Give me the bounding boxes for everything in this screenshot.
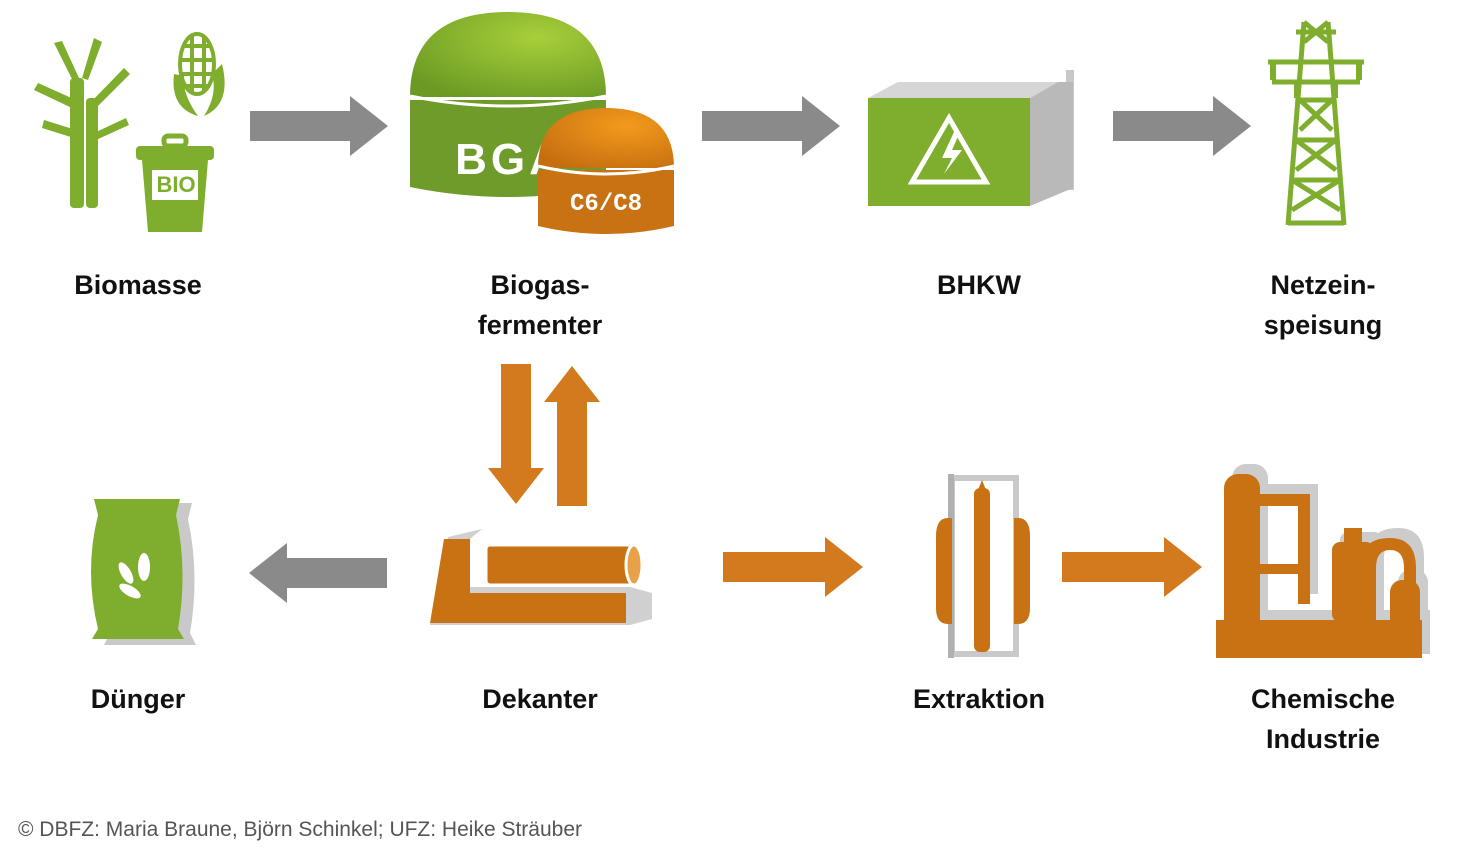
node-bhkw: BHKW bbox=[937, 270, 1021, 300]
arrow-extraktion-to-chemie bbox=[1062, 537, 1202, 597]
chemical-plant-icon bbox=[1216, 464, 1430, 658]
arrow-dekanter-to-extraktion bbox=[723, 537, 863, 597]
arrow-fermenter-down bbox=[488, 364, 544, 504]
decanter-icon bbox=[430, 529, 652, 625]
copyright-credit: © DBFZ: Maria Braune, Björn Schinkel; UF… bbox=[18, 818, 582, 841]
corn-icon bbox=[173, 32, 225, 116]
arrow-dekanter-up bbox=[544, 366, 600, 506]
bhkw-generator-icon bbox=[868, 70, 1074, 206]
extraction-column-icon bbox=[936, 474, 1030, 658]
node-extraktion: Extraktion bbox=[912, 684, 1046, 714]
bio-bin-label: BIO bbox=[156, 172, 196, 197]
bio-bin-icon bbox=[136, 133, 214, 232]
node-duenger: Dünger bbox=[90, 684, 186, 714]
arrow-fermenter-to-bhkw bbox=[702, 96, 840, 156]
power-pylon-icon bbox=[1268, 20, 1364, 226]
plant-stalk-icon bbox=[34, 38, 130, 208]
fertilizer-sack-icon bbox=[91, 499, 196, 645]
arrow-biomasse-to-fermenter bbox=[250, 96, 388, 156]
node-biomasse: Biomasse bbox=[74, 270, 202, 300]
node-chemische-industrie: Chemische Industrie bbox=[1250, 684, 1396, 754]
c6c8-tank-icon bbox=[537, 108, 675, 234]
arrow-dekanter-to-duenger bbox=[249, 543, 387, 603]
node-netzeinspeisung: Netzein- speisung bbox=[1263, 270, 1383, 340]
arrow-bhkw-to-netz bbox=[1113, 96, 1251, 156]
node-dekanter: Dekanter bbox=[482, 684, 598, 714]
node-biogasfermenter: Biogas- fermenter bbox=[477, 270, 603, 340]
c6c8-tank-label: C6/C8 bbox=[569, 191, 643, 218]
